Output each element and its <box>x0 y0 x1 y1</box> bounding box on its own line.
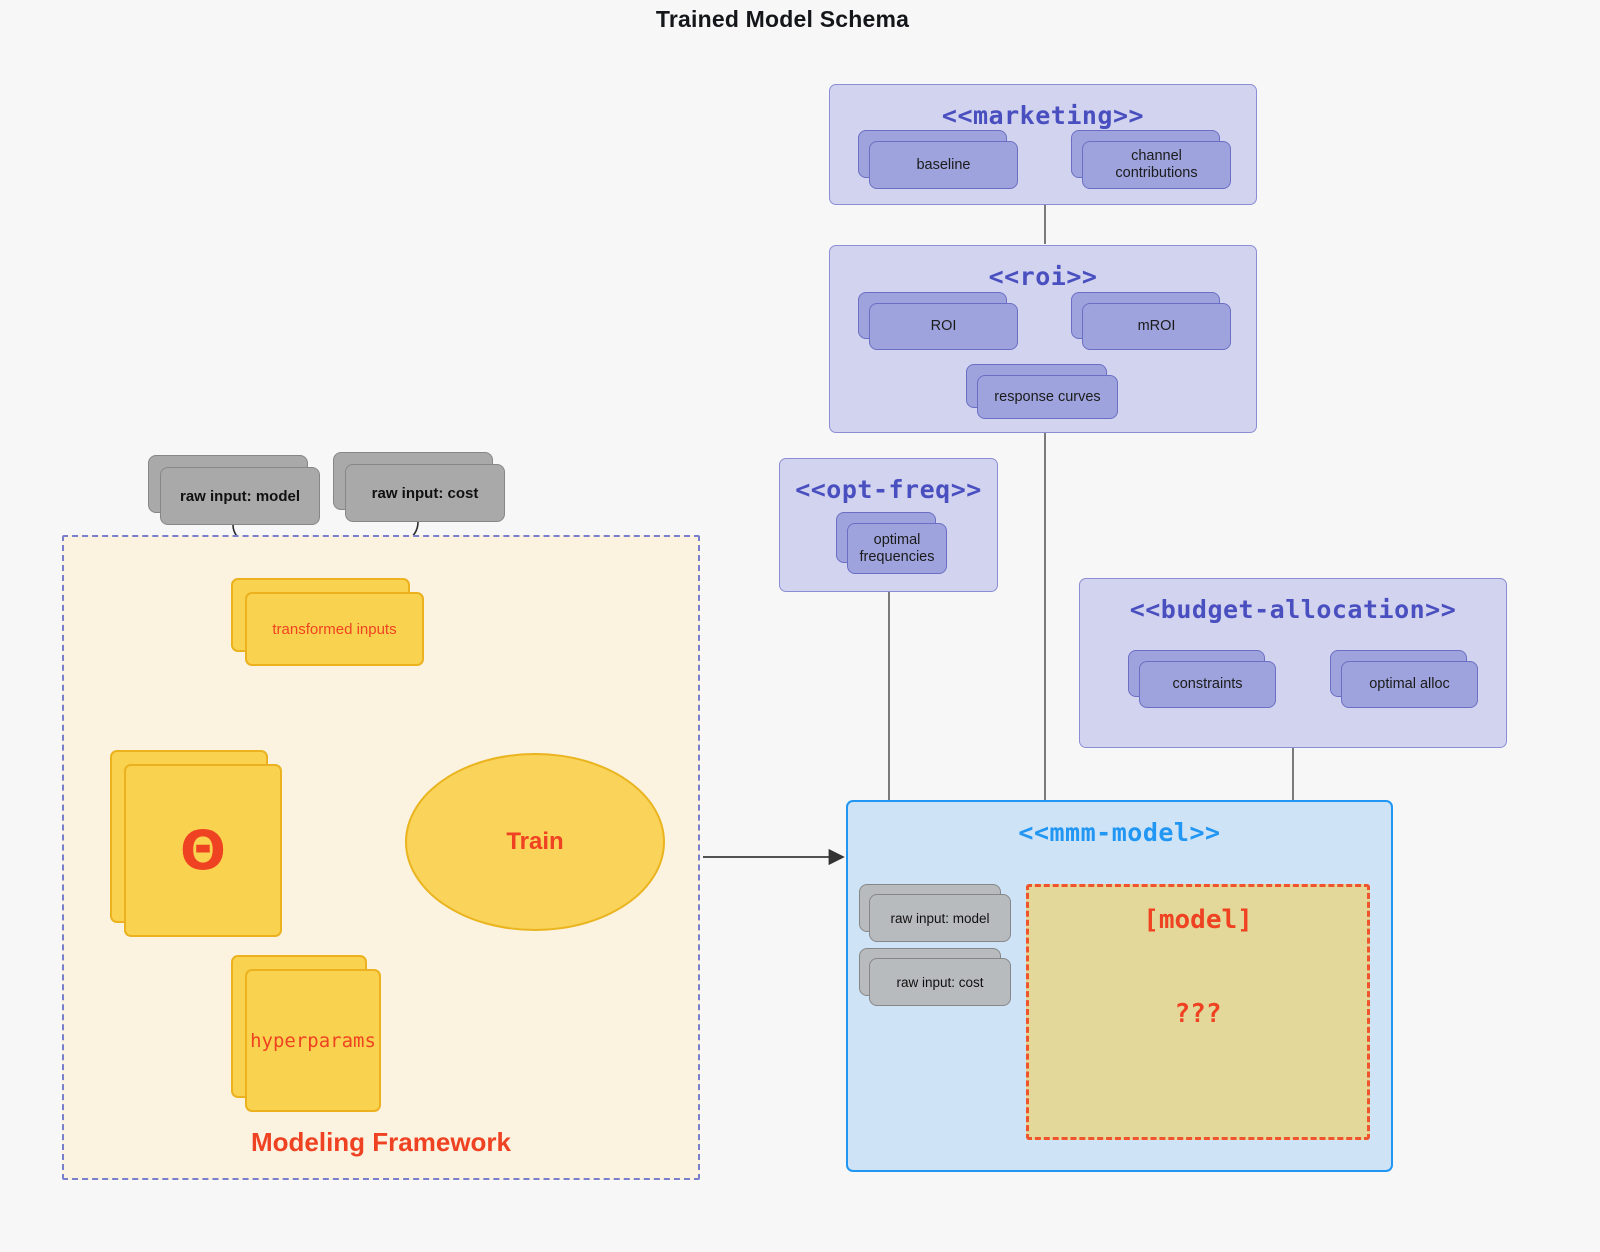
package-title-mmm-model: <<mmm-model>> <box>1018 818 1221 847</box>
node-channel-contributions[interactable]: channel contributions <box>1071 130 1231 189</box>
model-region-label: [model] <box>1143 905 1253 935</box>
modeling-framework-label: Modeling Framework <box>250 1127 512 1157</box>
package-title-roi: <<roi>> <box>988 262 1098 291</box>
node-raw-input-cost[interactable]: raw input: cost <box>333 452 505 522</box>
node-roi[interactable]: ROI <box>858 292 1018 350</box>
node-label: optimal alloc <box>1341 661 1478 708</box>
node-constraints[interactable]: constraints <box>1128 650 1276 708</box>
node-label: baseline <box>869 141 1018 189</box>
node-label: raw input: cost <box>345 464 505 522</box>
theta-symbol: Θ <box>124 764 282 937</box>
package-title-budget-allocation: <<budget-allocation>> <box>1129 595 1457 624</box>
package-title-opt-freq: <<opt-freq>> <box>795 475 982 504</box>
node-baseline[interactable]: baseline <box>858 130 1018 189</box>
node-label: response curves <box>977 375 1118 419</box>
node-label: transformed inputs <box>245 592 424 666</box>
node-response-curves[interactable]: response curves <box>966 364 1118 419</box>
node-mmm-raw-input-model[interactable]: raw input: model <box>859 884 1011 942</box>
node-transformed-inputs[interactable]: transformed inputs <box>231 578 424 666</box>
node-optimal-alloc[interactable]: optimal alloc <box>1330 650 1478 708</box>
node-label: raw input: model <box>160 467 320 525</box>
node-mroi[interactable]: mROI <box>1071 292 1231 350</box>
model-region[interactable]: [model] ??? <box>1026 884 1370 1140</box>
node-optimal-frequencies[interactable]: optimal frequencies <box>836 512 947 574</box>
train-label: Train <box>506 828 564 855</box>
node-label: constraints <box>1139 661 1276 708</box>
node-mmm-raw-input-cost[interactable]: raw input: cost <box>859 948 1011 1006</box>
train-ellipse[interactable]: Train <box>405 753 665 931</box>
page-title: Trained Model Schema <box>655 6 910 32</box>
node-label: hyperparams <box>245 969 381 1112</box>
node-label: raw input: cost <box>869 958 1011 1006</box>
model-region-unknown: ??? <box>1174 999 1222 1029</box>
node-label: optimal frequencies <box>847 523 947 574</box>
node-raw-input-model[interactable]: raw input: model <box>148 455 320 525</box>
node-theta[interactable]: Θ <box>110 750 282 937</box>
node-hyperparams[interactable]: hyperparams <box>231 955 381 1112</box>
node-label: mROI <box>1082 303 1231 350</box>
node-label: channel contributions <box>1082 141 1231 189</box>
package-title-marketing: <<marketing>> <box>941 101 1145 130</box>
node-label: raw input: model <box>869 894 1011 942</box>
node-label: ROI <box>869 303 1018 350</box>
